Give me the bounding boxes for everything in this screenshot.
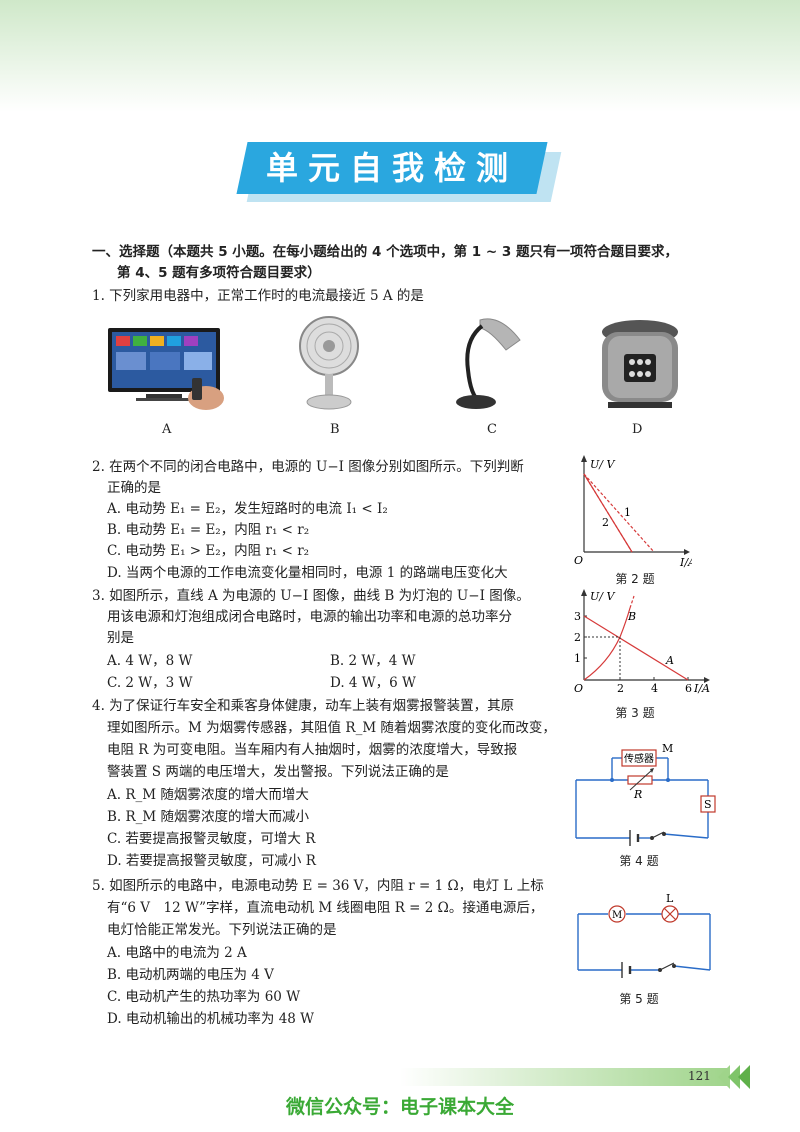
q3-xtick-6: 6: [685, 682, 692, 695]
q5-option-a: A. 电路中的电流为 2 A: [107, 945, 247, 961]
q2-graph: U/ V I/A O 1 2: [574, 455, 692, 569]
unit-title-banner: 单元自我检测: [236, 142, 562, 206]
q3-xtick-2: 2: [617, 682, 624, 695]
q3-stem-1: 3. 如图所示，直线 A 为电源的 U−I 图像，曲线 B 为灯泡的 U−I 图…: [92, 588, 530, 604]
q4-stem-4: 警装置 S 两端的电压增大，发出警报。下列说法正确的是: [107, 764, 449, 780]
q5-option-b: B. 电动机两端的电压为 4 V: [107, 967, 274, 983]
q3-ytick-3: 3: [574, 610, 581, 623]
q3-ytick-2: 2: [574, 631, 581, 644]
q2-caption: 第 2 题: [615, 572, 655, 586]
q3-curve-b-label: B: [627, 610, 636, 623]
q5-option-c: C. 电动机产生的热功率为 60 W: [107, 989, 301, 1005]
q5-caption: 第 5 题: [619, 992, 659, 1006]
q4-stem-2: 理如图所示。M 为烟雾传感器，其阻值 R_M 随着烟雾浓度的变化而改变，: [107, 720, 556, 736]
q4-s-label: S: [704, 798, 712, 811]
q2-option-d: D. 当两个电源的工作电流变化量相同时，电源 1 的路端电压变化大: [107, 565, 508, 581]
q3-xtick-4: 4: [651, 682, 658, 695]
q2-stem-2: 正确的是: [107, 480, 161, 496]
q3-caption: 第 3 题: [615, 706, 655, 720]
footer-wechat: 微信公众号：电子课本大全: [285, 1096, 514, 1118]
q2-option-b: B. 电动势 E₁ = E₂，内阻 r₁ < r₂: [107, 522, 310, 538]
q2-line1-label: 1: [624, 506, 631, 519]
q4-r-label: R: [633, 788, 642, 801]
page-title: 单元自我检测: [265, 149, 518, 187]
q3-graph-ylabel: U/ V: [590, 590, 615, 603]
q1-option-b: B: [330, 422, 340, 437]
q2-line2-label: 2: [602, 516, 609, 529]
q3-ytick-1: 1: [574, 652, 581, 665]
section-heading-line2: 第 4、5 题有多项符合题目要求）: [117, 265, 321, 281]
q3-stem-2: 用该电源和灯泡组成闭合电路时，电源的输出功率和电源的总功率分: [107, 609, 512, 625]
q3-graph-origin: O: [574, 682, 583, 695]
tv-image: [108, 328, 224, 410]
q3-option-a: A. 4 W，8 W: [107, 653, 193, 669]
fan-image: [299, 316, 359, 410]
q4-option-b: B. R_M 随烟雾浓度的增大而减小: [107, 809, 310, 825]
q2-graph-xlabel: I/A: [679, 556, 692, 569]
q2-graph-origin: O: [574, 554, 583, 567]
q4-option-a: A. R_M 随烟雾浓度的增大而增大: [107, 787, 309, 803]
q1-stem: 1. 下列家用电器中，正常工作时的电流最接近 5 A 的是: [92, 288, 424, 304]
page-number: 121: [688, 1069, 711, 1083]
page-chevrons: [718, 1065, 750, 1089]
q3-graph-xlabel: I/A: [693, 682, 710, 695]
q3-line-a-label: A: [665, 654, 674, 667]
section-heading-line1: 一、选择题（本题共 5 小题。在每小题给出的 4 个选项中，第 1 ~ 3 题只…: [92, 244, 678, 260]
q5-stem-3: 电灯恰能正常发光。下列说法正确的是: [107, 922, 337, 938]
q4-circuit: 传感器 M R S: [575, 742, 716, 846]
q4-option-c: C. 若要提高报警灵敏度，可增大 R: [107, 831, 316, 847]
q4-stem-1: 4. 为了保证行车安全和乘客身体健康，动车上装有烟雾报警装置，其原: [92, 698, 515, 714]
footer-bar: [400, 1068, 730, 1086]
q4-stem-3: 电阻 R 为可变电阻。当车厢内有人抽烟时，烟雾的浓度增大，导致报: [107, 742, 518, 758]
q1-option-a: A: [162, 422, 172, 437]
desk-lamp-image: [456, 318, 521, 409]
q5-option-d: D. 电动机输出的机械功率为 48 W: [107, 1011, 315, 1027]
q4-option-d: D. 若要提高报警灵敏度，可减小 R: [107, 853, 316, 869]
rice-cooker-image: [602, 320, 678, 408]
q4-caption: 第 4 题: [619, 854, 659, 868]
q5-stem-2: 有“6 V 12 W”字样，直流电动机 M 线圈电阻 R = 2 Ω。接通电源后…: [107, 900, 544, 916]
q2-stem-1: 2. 在两个不同的闭合电路中，电源的 U−I 图像分别如图所示。下列判断: [92, 459, 524, 475]
q3-option-c: C. 2 W，3 W: [107, 675, 193, 691]
q5-stem-1: 5. 如图所示的电路中，电源电动势 E = 36 V，内阻 r = 1 Ω，电灯…: [92, 878, 544, 894]
q3-option-b: B. 2 W，4 W: [330, 653, 416, 669]
q2-option-c: C. 电动势 E₁ > E₂，内阻 r₁ < r₂: [107, 543, 310, 559]
q3-stem-3: 别是: [107, 630, 134, 646]
q3-option-d: D. 4 W，6 W: [330, 675, 416, 691]
q4-m-label: M: [662, 742, 673, 755]
q1-option-d: D: [632, 422, 643, 437]
q5-circuit: M L: [577, 892, 711, 978]
q2-graph-ylabel: U/ V: [590, 458, 615, 471]
top-gradient-band: [0, 0, 800, 112]
q5-motor-label: M: [612, 910, 622, 921]
q3-graph: U/ V I/A O 1 2 3 2 4 6 A B: [574, 589, 710, 695]
q4-sensor-label: 传感器: [624, 752, 654, 765]
q5-lamp-label: L: [666, 892, 674, 905]
q2-option-a: A. 电动势 E₁ = E₂，发生短路时的电流 I₁ < I₂: [107, 501, 388, 517]
q1-option-c: C: [487, 422, 497, 437]
